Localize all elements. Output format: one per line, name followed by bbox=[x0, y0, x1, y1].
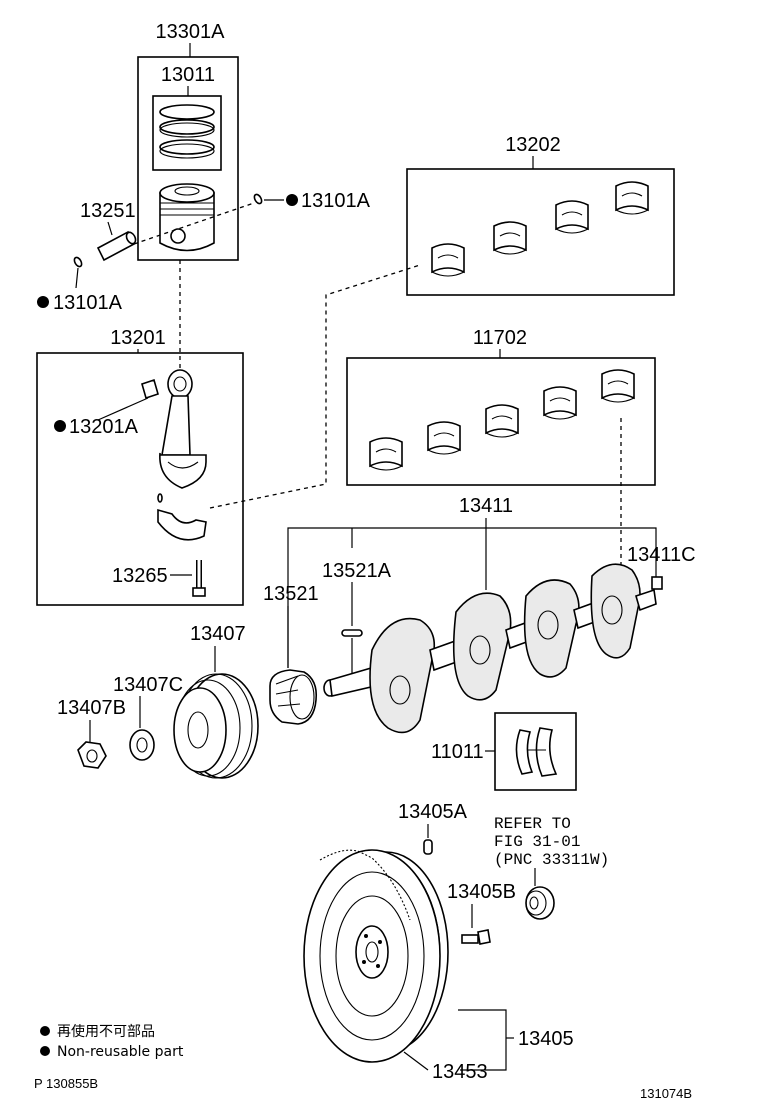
label-13521: 13521 bbox=[263, 583, 319, 605]
piston-sub-assy-box bbox=[137, 56, 239, 261]
connecting-rod-icon bbox=[159, 369, 207, 489]
piston-rings-icon bbox=[159, 104, 215, 159]
non-reusable-marker-right bbox=[286, 194, 298, 206]
flywheel-icon bbox=[303, 849, 449, 1063]
pulley-washer-icon bbox=[129, 729, 155, 761]
thrust-washer-icon bbox=[515, 727, 558, 777]
label-13251: 13251 bbox=[80, 200, 136, 222]
pulley-icon bbox=[173, 673, 259, 779]
rod-bolt-icon bbox=[192, 560, 206, 597]
thrust-washer-box bbox=[494, 712, 577, 791]
label-13405A: 13405A bbox=[398, 801, 468, 823]
label-11702: 11702 bbox=[473, 327, 527, 349]
pilot-bearing-icon bbox=[525, 886, 555, 920]
label-13411: 13411 bbox=[459, 495, 513, 517]
rod-bushing-icon bbox=[141, 378, 159, 400]
snap-ring-left-icon bbox=[73, 256, 83, 268]
label-13521A: 13521A bbox=[322, 560, 392, 582]
label-13011: 13011 bbox=[161, 64, 215, 86]
connecting-rod-box bbox=[36, 352, 244, 606]
non-reusable-marker-left bbox=[37, 296, 49, 308]
refer-line-3: (PNC 33311W) bbox=[494, 851, 609, 869]
flywheel-bolt-icon bbox=[461, 929, 491, 945]
rod-bearing-shells-icon bbox=[431, 181, 649, 277]
piston-ring-set-box bbox=[152, 95, 222, 171]
legend-marker-2 bbox=[40, 1046, 50, 1056]
main-bearing-set-box bbox=[346, 357, 656, 486]
legend-marker-1 bbox=[40, 1026, 50, 1036]
label-13453: 13453 bbox=[432, 1061, 488, 1083]
rod-bearing-set-box bbox=[406, 168, 675, 296]
label-13201: 13201 bbox=[110, 327, 166, 349]
flywheel-pin-icon bbox=[423, 839, 433, 855]
timing-gear-icon bbox=[269, 669, 318, 725]
label-13202: 13202 bbox=[505, 134, 561, 156]
refer-line-2: FIG 31-01 bbox=[494, 833, 580, 851]
label-13101A-right: 13101A bbox=[301, 190, 371, 212]
label-11011: 11011 bbox=[431, 741, 484, 763]
label-13411C: 13411C bbox=[627, 544, 696, 566]
label-13407: 13407 bbox=[190, 623, 246, 645]
label-13101A-left: 13101A bbox=[53, 292, 123, 314]
crankshaft-icon bbox=[323, 563, 657, 734]
label-13407C: 13407C bbox=[113, 674, 183, 696]
footer-left: P 130855B bbox=[34, 1076, 98, 1091]
rod-cap-icon bbox=[157, 493, 207, 541]
piston-icon bbox=[159, 183, 215, 252]
legend-en: Non-reusable part bbox=[57, 1044, 184, 1060]
footer-right: 131074B bbox=[640, 1086, 692, 1101]
label-13201A: 13201A bbox=[69, 416, 139, 438]
label-13405: 13405 bbox=[518, 1028, 574, 1050]
crank-pin-icon bbox=[651, 576, 663, 590]
legend-jp: 再使用不可部品 bbox=[57, 1023, 155, 1040]
pulley-nut-icon bbox=[77, 741, 107, 769]
non-reusable-marker-bushing bbox=[54, 420, 66, 432]
refer-line-1: REFER TO bbox=[494, 815, 571, 833]
label-13407B: 13407B bbox=[57, 697, 126, 719]
label-13301A: 13301A bbox=[156, 21, 226, 43]
label-13405B: 13405B bbox=[447, 881, 516, 903]
snap-ring-right-icon bbox=[253, 193, 263, 205]
piston-pin-icon bbox=[96, 230, 137, 262]
label-13265: 13265 bbox=[112, 565, 168, 587]
ring-gear-icon bbox=[319, 849, 411, 921]
key-icon bbox=[341, 629, 363, 637]
main-bearing-shells-icon bbox=[369, 369, 635, 471]
